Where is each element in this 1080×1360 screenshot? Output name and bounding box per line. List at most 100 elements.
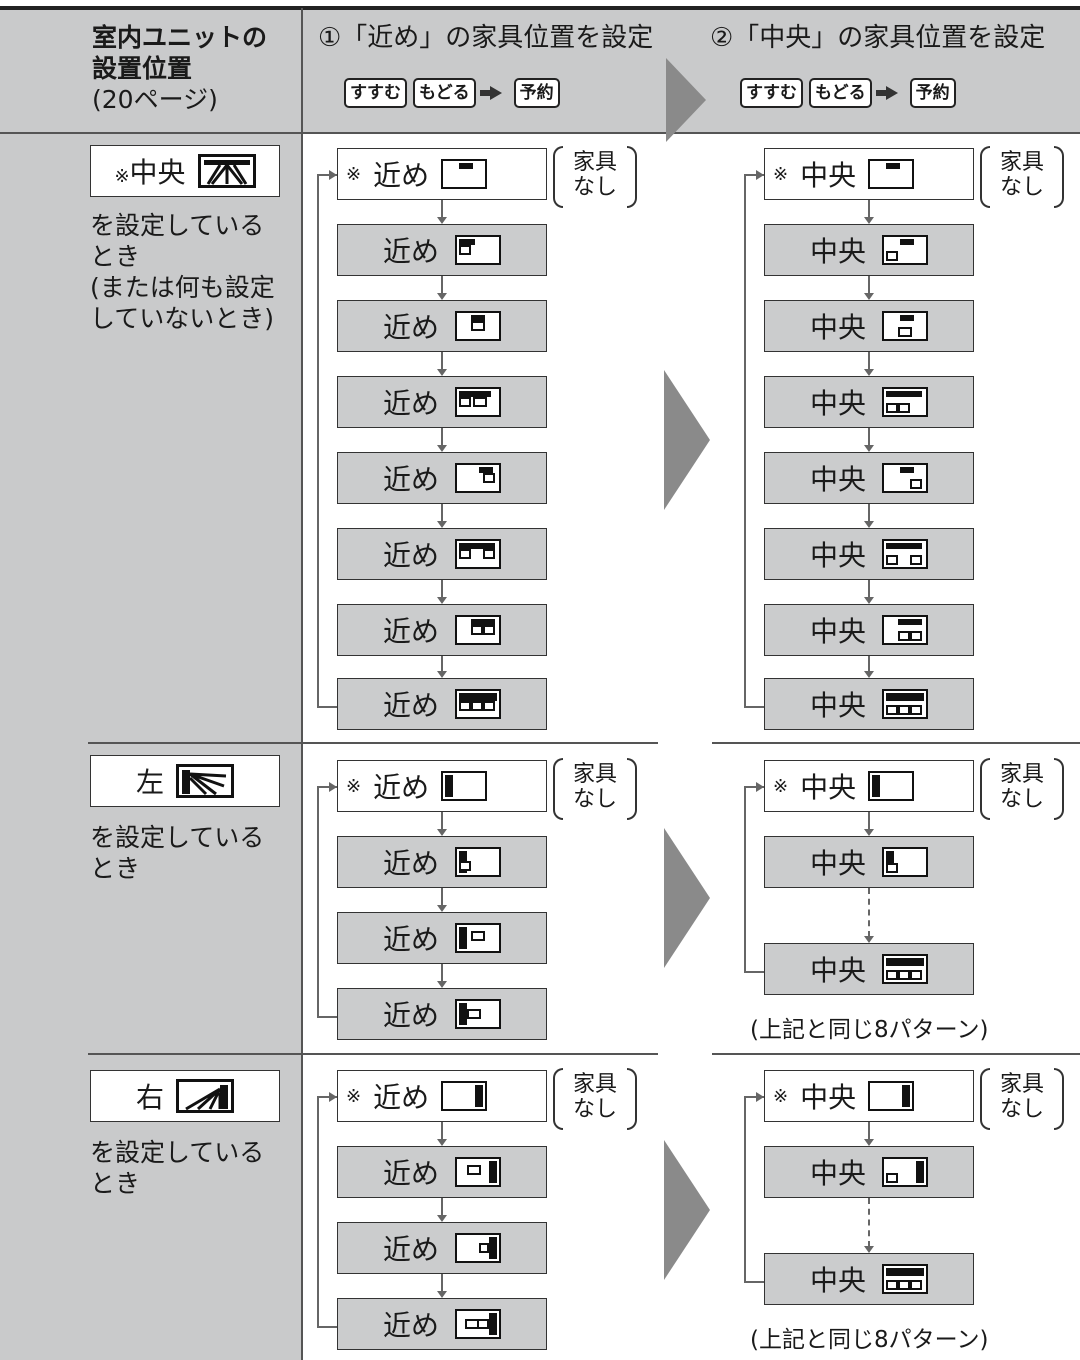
note-line: なし [572, 175, 617, 200]
arrow-down-icon [437, 597, 447, 604]
flow-option-box: 近め [337, 376, 547, 428]
header-title-line-2: 設置位置 [92, 54, 193, 83]
flow-connector [868, 812, 870, 830]
flow-option-box: 中央 [764, 376, 974, 428]
flow-option-box: 中央 [764, 1146, 974, 1198]
column-separator [301, 8, 303, 1360]
furniture-layout-icon [455, 847, 501, 877]
chevron-right-icon [666, 58, 706, 142]
option-label: 近め [382, 311, 439, 344]
arrow-down-icon [437, 1215, 447, 1222]
flow-connector [441, 1274, 443, 1292]
selection-right: 右 [90, 1070, 280, 1122]
furniture-layout-icon [441, 1081, 488, 1111]
flow-option-box: 近め [337, 224, 547, 276]
row1-description: を設定している とき (または何も設定 していないとき) [90, 210, 275, 334]
option-label: 近め [382, 1157, 439, 1190]
option-label: 近め [382, 923, 439, 956]
option-label: 中央 [800, 159, 857, 192]
flow-connector [868, 580, 870, 598]
furniture-layout-icon [882, 387, 928, 417]
flow-option-box: 中央 [764, 300, 974, 352]
flow-option-box: 中央 [764, 452, 974, 504]
desc-line: していないとき) [90, 304, 275, 333]
selection-center: ※中央 [90, 145, 280, 197]
arrow-right-icon [875, 86, 898, 100]
arrow-down-icon [437, 1139, 447, 1146]
flow-connector [868, 1198, 870, 1247]
row3-description: を設定している とき [90, 1137, 264, 1199]
arrow-down-icon [437, 521, 447, 528]
ceiling-unit-left-icon [176, 764, 234, 798]
arrow-down-icon [864, 936, 874, 943]
note-line: なし [572, 1097, 617, 1122]
furniture-layout-icon [455, 999, 501, 1029]
furniture-layout-icon [868, 159, 915, 189]
furniture-layout-icon [455, 1157, 501, 1187]
note-line: なし [999, 175, 1044, 200]
flow-start-box: ※近め [337, 148, 547, 200]
no-furniture-note: 家具なし [553, 146, 637, 208]
furniture-layout-icon [882, 954, 928, 984]
flow-loop-line [317, 174, 337, 708]
option-label: 中央 [809, 1264, 866, 1297]
flow-connector [868, 656, 870, 672]
flow-option-box: 近め [337, 1298, 547, 1350]
flow-option-box: 近め [337, 836, 547, 888]
arrow-right-icon [329, 782, 337, 792]
option-label: 近め [373, 1081, 430, 1114]
flow-option-box: 中央 [764, 604, 974, 656]
arrow-down-icon [864, 217, 874, 224]
flow-connector [868, 1122, 870, 1140]
desc-line: を設定している [90, 1138, 265, 1167]
flow-loop-line [744, 1096, 764, 1283]
flow-connector [868, 200, 870, 218]
chevron-right-icon [664, 370, 710, 510]
arrow-down-icon [864, 1139, 874, 1146]
flow-option-box: 近め [337, 1146, 547, 1198]
no-furniture-note: 家具なし [980, 146, 1064, 208]
flow-loop-line [744, 174, 764, 708]
note-line: 家具 [572, 762, 617, 787]
furniture-layout-icon [882, 539, 928, 569]
arrow-down-icon [864, 597, 874, 604]
furniture-layout-icon [455, 463, 501, 493]
furniture-layout-icon [882, 463, 928, 493]
chevron-right-icon [664, 828, 710, 968]
flow-connector [868, 276, 870, 294]
star-mark: ※ [346, 163, 362, 185]
arrow-down-icon [864, 829, 874, 836]
flow-option-box: 近め [337, 528, 547, 580]
step1-title: ①「近め」の家具位置を設定 [318, 23, 654, 53]
furniture-layout-icon [868, 771, 915, 801]
furniture-layout-icon [882, 235, 928, 265]
option-label: 近め [382, 1309, 439, 1342]
furniture-layout-icon [868, 1081, 915, 1111]
desc-line: を設定している [90, 823, 265, 852]
arrow-right-icon [329, 170, 337, 180]
no-furniture-note: 家具なし [553, 758, 637, 820]
step2-keys: すすむ もどる 予約 [740, 78, 956, 108]
option-label: 中央 [800, 771, 857, 804]
note-line: 家具 [999, 150, 1044, 175]
note-line: なし [999, 1097, 1044, 1122]
flow-connector [441, 888, 443, 906]
flow-option-box: 近め [337, 912, 547, 964]
flow-connector [441, 352, 443, 370]
option-label: 近め [382, 235, 439, 268]
option-label: 中央 [809, 463, 866, 496]
furniture-layout-icon [455, 311, 501, 341]
arrow-right-icon [756, 170, 764, 180]
furniture-layout-icon [882, 311, 928, 341]
header-separator [0, 132, 1080, 134]
flow-connector [441, 428, 443, 446]
flow-connector [868, 888, 870, 937]
no-furniture-note: 家具なし [553, 1068, 637, 1130]
arrow-down-icon [437, 293, 447, 300]
flow-option-box: 中央 [764, 1253, 974, 1305]
flow-connector [441, 1198, 443, 1216]
option-label: 近め [382, 539, 439, 572]
option-label: 近め [382, 1233, 439, 1266]
arrow-down-icon [864, 369, 874, 376]
susumu-key: すすむ [344, 78, 407, 108]
